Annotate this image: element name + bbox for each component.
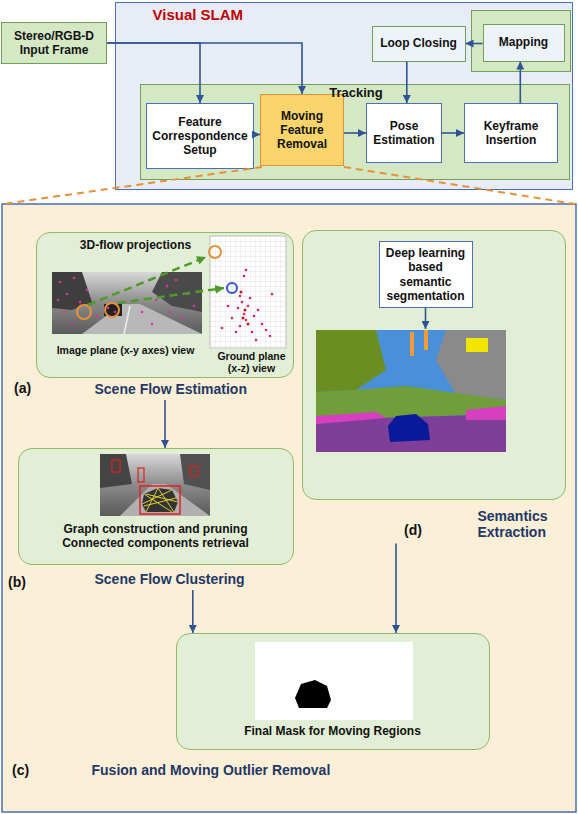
connector-arrow	[442, 132, 464, 134]
system-frame: Visual SLAM Loop Closing MappingTrackingFe…	[115, 2, 573, 190]
highlight-box: Moving Feature Removal	[260, 94, 344, 166]
connector-group	[107, 43, 520, 633]
group-heading: Tracking	[321, 85, 391, 100]
process-box: Deep learning based semantic segmentatio…	[379, 241, 473, 308]
connector-arrow	[519, 62, 521, 104]
stage-panel: Final Mask for Moving RegionsFusion and …	[176, 633, 490, 750]
detail-panel	[2, 204, 576, 812]
process-box: Pose Estimation	[366, 103, 442, 163]
image-caption: Ground plane (x-z) view	[212, 350, 292, 375]
process-box: Feature Correspondence Setup	[146, 103, 254, 169]
image-caption: Graph construction and pruning Connected…	[56, 522, 256, 550]
image-caption: Image plane (x-y axes) view	[42, 344, 210, 356]
box-label: Feature Correspondence Setup	[150, 115, 250, 157]
connector-arrow	[395, 544, 397, 634]
stage-heading: Scene Flow Estimation	[95, 381, 285, 398]
box-label: Mapping	[499, 35, 548, 49]
stage-heading: Scene Flow Clustering	[95, 571, 285, 588]
mask-image	[255, 642, 413, 720]
projection-arrows	[88, 257, 224, 305]
connector-arrow	[344, 132, 366, 134]
image-caption: 3D-flow projections	[70, 238, 202, 252]
callout-number: (a)	[14, 380, 31, 397]
image-caption: Final Mask for Moving Regions	[180, 724, 486, 738]
input-box: Stereo/RGB-D Input Frame	[1, 22, 107, 64]
process-box: Mapping	[483, 24, 565, 62]
process-box: Keyframe Insertion	[464, 103, 558, 163]
flow-arrow	[425, 308, 427, 329]
ground-plane-plot	[209, 236, 286, 348]
connector-arrow	[466, 43, 483, 45]
connector-arrow	[192, 590, 194, 633]
stage-panel: 3D-flow projectionsImage plane (x-y axes…	[36, 232, 294, 378]
road-image	[52, 272, 202, 334]
box-label: Moving Feature Removal	[264, 109, 340, 151]
box-label: Pose Estimation	[370, 119, 438, 147]
connector-arrow	[164, 400, 166, 448]
connector-arrow	[254, 134, 260, 136]
process-box: Loop Closing	[372, 26, 466, 62]
box-label: Loop Closing	[380, 36, 457, 50]
stage-panel: Graph construction and pruning Connected…	[18, 448, 294, 565]
box-label: Stereo/RGB-D Input Frame	[5, 29, 103, 57]
stage-panel: Semantics ExtractionDeep learning based …	[302, 230, 566, 500]
stage-heading: Semantics Extraction	[478, 508, 568, 541]
box-label: Keyframe Insertion	[468, 119, 554, 147]
stage-heading: Fusion and Moving Outlier Removal	[92, 762, 392, 779]
diagram-title: Visual SLAM	[153, 6, 283, 24]
zoom-lines	[3, 167, 575, 204]
connector-arrow	[406, 62, 408, 104]
connector-arrow	[107, 43, 200, 103]
clustering-image	[100, 454, 210, 516]
callout-number: (c)	[12, 762, 29, 779]
callout-number: (d)	[404, 522, 422, 539]
tracking-frame: TrackingFeature Correspondence Setup Movi…	[140, 84, 570, 180]
connector-arrow	[107, 43, 302, 94]
box-label: Deep learning based semantic segmentatio…	[383, 246, 469, 303]
callout-number: (b)	[8, 574, 26, 591]
segmentation-image	[316, 330, 506, 452]
